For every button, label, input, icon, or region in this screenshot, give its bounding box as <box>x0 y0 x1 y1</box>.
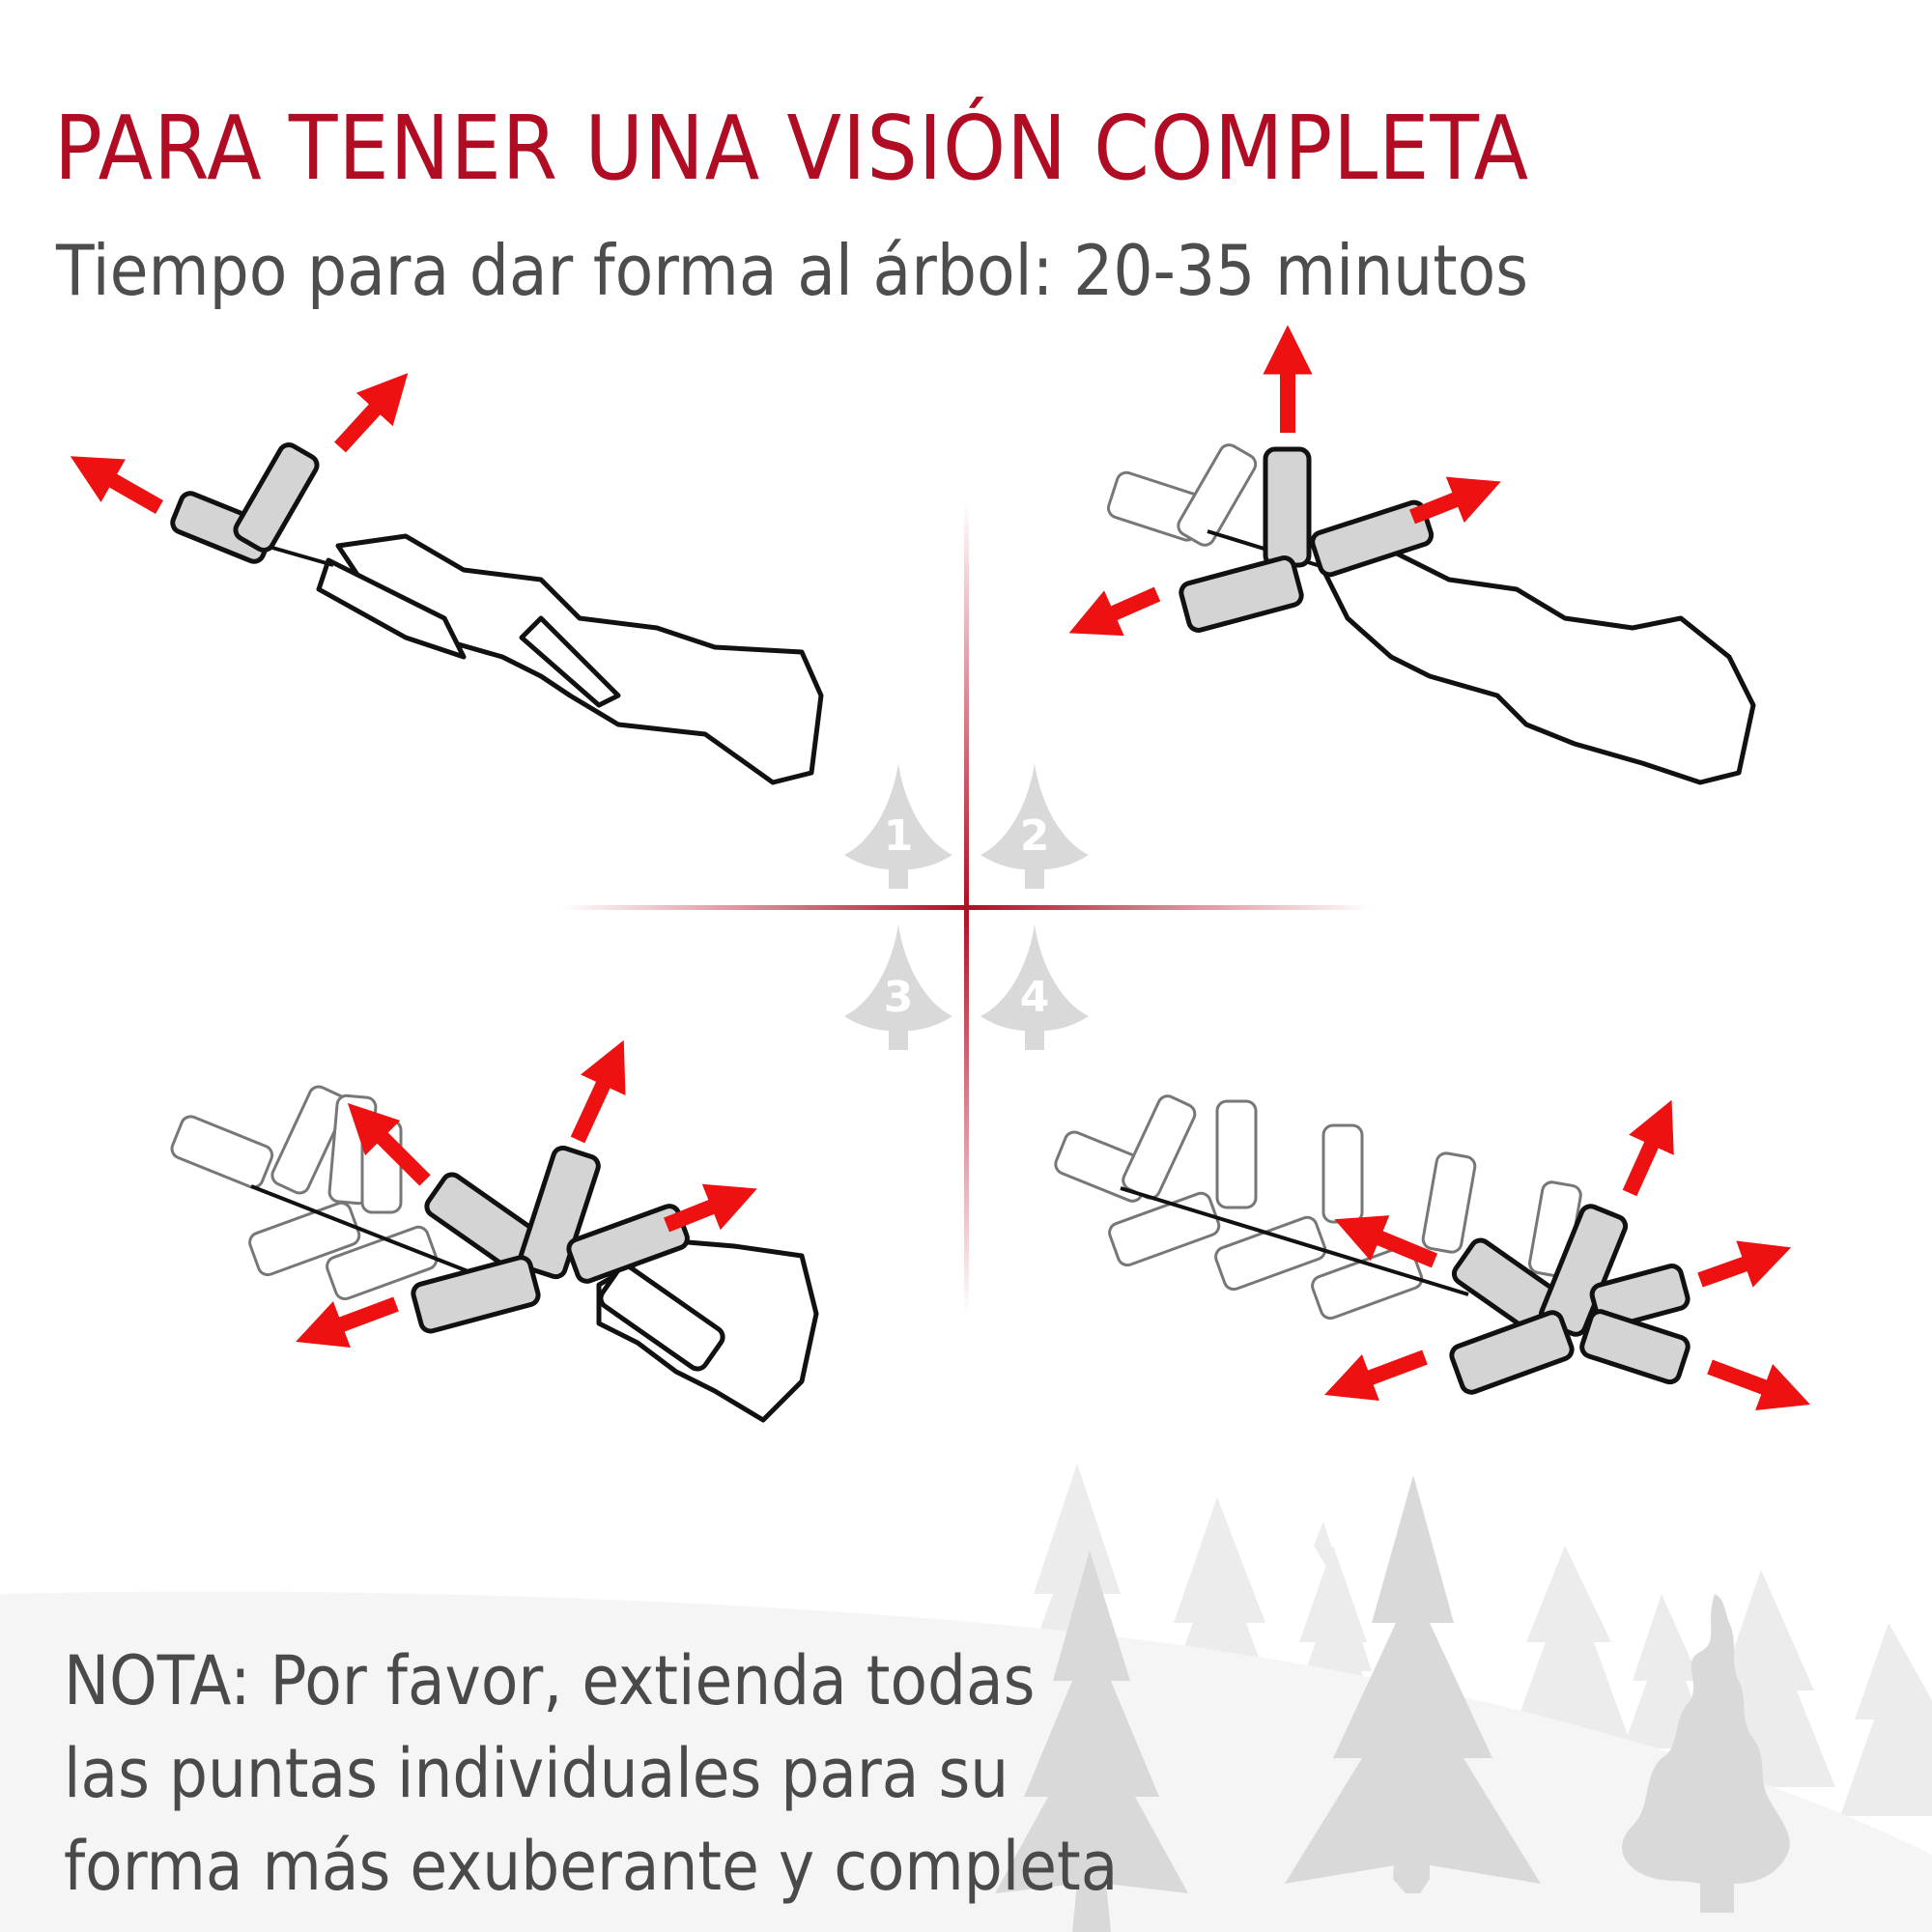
branch-illustration-2 <box>1068 325 1756 785</box>
arrow-icon <box>70 373 409 514</box>
tree-step-icon <box>844 763 952 889</box>
note-text: NOTA: Por favor, extienda todas las punt… <box>64 1634 1118 1913</box>
step-badge-2: 2 <box>980 763 1089 889</box>
note-line-3: forma más exuberante y completa <box>64 1827 1119 1906</box>
step-number: 2 <box>1020 811 1050 861</box>
arrow-icon <box>296 1039 757 1348</box>
step-number: 3 <box>884 973 914 1022</box>
quadrant-divider <box>560 502 1372 1314</box>
page-subtitle: Tiempo para dar forma al árbol: 20-35 mi… <box>56 230 1529 311</box>
foreground-trees <box>995 1475 1790 1932</box>
step-badge-1: 1 <box>844 763 952 889</box>
arrow-icon <box>1068 325 1501 637</box>
step-badge-3: 3 <box>844 924 952 1050</box>
arrow-icon <box>1324 1099 1810 1410</box>
page-title: PARA TENER UNA VISIÓN COMPLETA <box>54 97 1529 200</box>
note-line-2: las puntas individuales para su <box>64 1734 1009 1813</box>
tree-step-icon <box>980 924 1089 1050</box>
tree-step-icon <box>844 924 952 1050</box>
branch-illustration-1 <box>70 373 824 785</box>
note-line-1: NOTA: Por favor, extienda todas <box>64 1641 1036 1720</box>
step-number: 4 <box>1020 973 1050 1022</box>
step-number: 1 <box>884 811 914 861</box>
step-badge-4: 4 <box>980 924 1089 1050</box>
tree-step-icon <box>980 763 1089 889</box>
branch-illustration-4 <box>1054 1094 1810 1410</box>
branch-illustration-3 <box>170 1039 819 1423</box>
